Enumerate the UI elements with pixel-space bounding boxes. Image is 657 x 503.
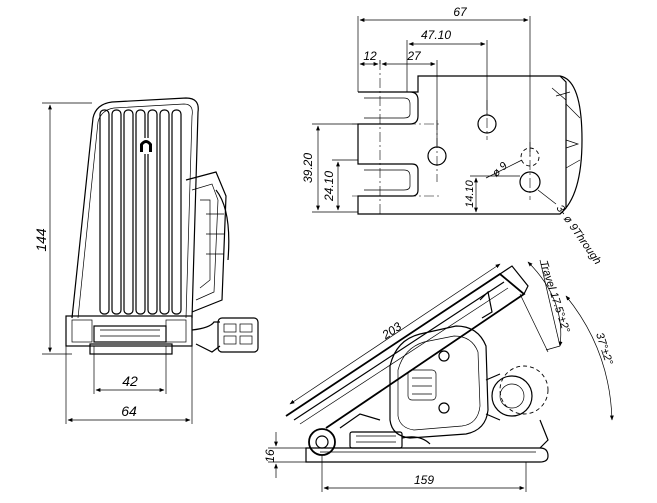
pivot-outer bbox=[308, 428, 336, 456]
pivot-inner bbox=[315, 435, 329, 449]
dim-47-10: 47.10 bbox=[421, 28, 451, 42]
front-view: 144 42 64 bbox=[33, 97, 259, 424]
dim-42: 42 bbox=[122, 373, 138, 389]
dim-24-10: 24.10 bbox=[322, 171, 336, 202]
dim-14-10: 14.10 bbox=[464, 179, 476, 207]
hole-middle bbox=[427, 146, 447, 166]
connector bbox=[191, 317, 259, 353]
dim-64: 64 bbox=[121, 403, 137, 419]
dim-144: 144 bbox=[33, 228, 49, 252]
dim-159: 159 bbox=[414, 473, 434, 487]
brand-logo bbox=[138, 138, 154, 154]
dim-27: 27 bbox=[406, 49, 422, 63]
dim-67: 67 bbox=[453, 5, 468, 19]
dim-39-20: 39.20 bbox=[301, 153, 315, 183]
dim-12: 12 bbox=[363, 49, 377, 63]
sensor-screw-bottom bbox=[438, 402, 450, 414]
dim-16: 16 bbox=[263, 449, 277, 463]
sensor-screw-top bbox=[438, 350, 450, 362]
top-view: 67 47.10 12 27 39.20 24.10 14.10 ø 9 3- … bbox=[301, 5, 603, 267]
spring-drum bbox=[491, 375, 533, 417]
hole-upper bbox=[477, 114, 497, 134]
through-hole-label: 3- ø 9Through bbox=[554, 203, 604, 267]
total-angle-label: 37°±2° bbox=[593, 331, 615, 367]
pedal-ribs bbox=[99, 109, 182, 315]
hole-lower bbox=[519, 171, 541, 193]
side-view: Travel 17.5°±2° 37°±2° 203 16 159 bbox=[263, 259, 615, 492]
hole-diameter-label: ø 9 bbox=[490, 160, 510, 180]
